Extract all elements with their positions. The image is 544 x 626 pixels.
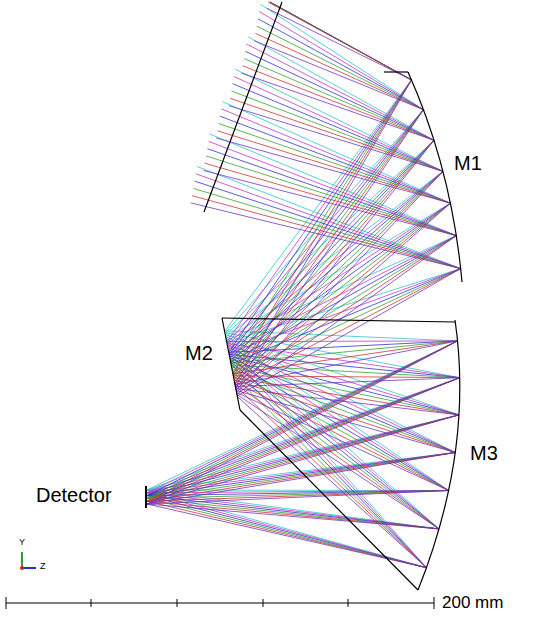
- beam-edge: [240, 410, 418, 590]
- ray: [147, 98, 455, 501]
- axis-label: Y: [17, 538, 27, 548]
- part-label: M3: [468, 442, 500, 464]
- ray: [147, 171, 456, 529]
- m1-edge: [384, 71, 408, 72]
- ray: [147, 203, 461, 568]
- axis-icon: [20, 552, 36, 570]
- scale-bar: [6, 597, 434, 609]
- ray: [147, 41, 460, 504]
- ray: [147, 66, 459, 501]
- ray: [147, 124, 450, 499]
- ray: [147, 2, 458, 501]
- part-label: M1: [452, 152, 484, 174]
- axis-label: Z: [38, 562, 48, 572]
- ray: [147, 2, 458, 498]
- m2-mirror: [222, 318, 240, 410]
- m3-mirror: [418, 320, 460, 590]
- scale-label: 200 mm: [440, 594, 505, 613]
- entrance-plane: [204, 2, 282, 212]
- ray: [147, 163, 456, 529]
- ray: [147, 69, 455, 490]
- detector-plane: [145, 486, 147, 508]
- ray: [147, 73, 459, 504]
- part-label: M2: [183, 342, 215, 364]
- m1-mirror: [408, 72, 462, 282]
- ray-bundle: [147, 2, 461, 568]
- mirrors: [146, 2, 462, 590]
- ray: [147, 106, 455, 504]
- beam-edge: [222, 318, 455, 322]
- ray: [147, 2, 458, 496]
- part-label: Detector: [34, 484, 114, 506]
